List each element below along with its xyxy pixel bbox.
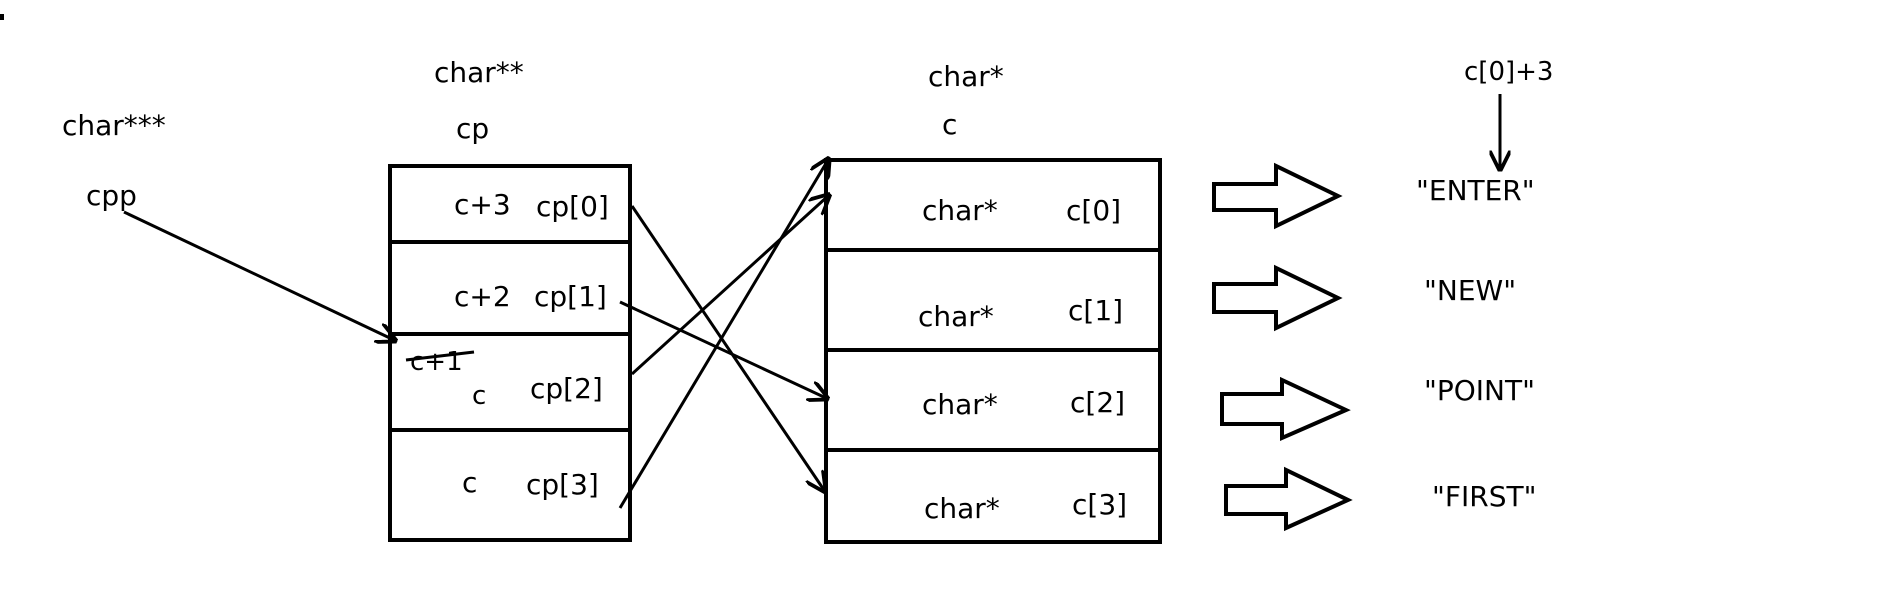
strike-through <box>405 350 475 362</box>
cp-cell-3-label: cp[3] <box>526 468 599 501</box>
cp-cell-0-label: cp[0] <box>536 190 609 223</box>
cp0-to-c3-arrow <box>630 205 824 490</box>
c-cell-0-label: c[0] <box>1066 194 1121 227</box>
annotation-label: c[0]+3 <box>1464 57 1553 87</box>
c-cell-1-label: c[1] <box>1068 294 1123 327</box>
cp1-to-c2-arrow <box>619 300 826 398</box>
cp-name-label: cp <box>456 112 489 145</box>
block-arrow-3 <box>1224 466 1353 532</box>
string-1: "NEW" <box>1424 274 1516 307</box>
cp-cell-3: c cp[3] <box>462 466 599 501</box>
cp2-to-c1-arrow <box>630 196 828 376</box>
c-cell-1-type: char* <box>918 300 994 333</box>
cp-cell-3-value: c <box>462 466 477 499</box>
cp3-to-c0-arrow <box>618 160 828 509</box>
c-type-label: char* <box>928 60 1004 93</box>
c-array <box>824 158 1162 544</box>
c-cell-3-type: char* <box>924 492 1000 525</box>
string-3: "FIRST" <box>1432 480 1536 513</box>
c-cell-3-label: c[3] <box>1072 488 1127 521</box>
corner-mark <box>0 14 4 20</box>
string-2: "POINT" <box>1424 374 1535 407</box>
cpp-name-label: cpp <box>86 179 137 212</box>
cp-cell-2-value: c <box>472 381 486 411</box>
cpp-to-cp1-arrow <box>123 210 394 340</box>
block-arrow-1 <box>1212 264 1343 332</box>
string-0: "ENTER" <box>1416 174 1535 207</box>
c-cell-0: char* c[0] <box>922 194 1121 227</box>
cp-type-label: char** <box>434 56 524 89</box>
block-arrow-0 <box>1212 162 1343 230</box>
cp-cell-1: c+2 cp[1] <box>454 280 607 313</box>
cp-cell-2: c+1 c cp[2] <box>405 347 603 411</box>
cp-cell-2-struck-value: c+1 <box>410 347 463 377</box>
c-cell-3: char* c[3] <box>924 488 1127 525</box>
cpp-type-label: char*** <box>62 109 166 142</box>
c-cell-2-type: char* <box>922 388 998 421</box>
c-cell-2-label: c[2] <box>1070 386 1125 419</box>
c-name-label: c <box>942 108 957 141</box>
c-cell-2: char* c[2] <box>922 386 1125 421</box>
cp-array <box>388 164 632 542</box>
cp-cell-2-label: cp[2] <box>530 372 603 405</box>
cp-cell-0-value: c+3 <box>454 188 511 221</box>
cp-cell-1-value: c+2 <box>454 280 511 313</box>
c-cell-1: char* c[1] <box>918 294 1123 333</box>
cp-cell-1-label: cp[1] <box>534 280 607 313</box>
block-arrow-2 <box>1220 376 1351 442</box>
c-cell-0-type: char* <box>922 194 998 227</box>
cp-cell-0: c+3 cp[0] <box>454 188 609 223</box>
